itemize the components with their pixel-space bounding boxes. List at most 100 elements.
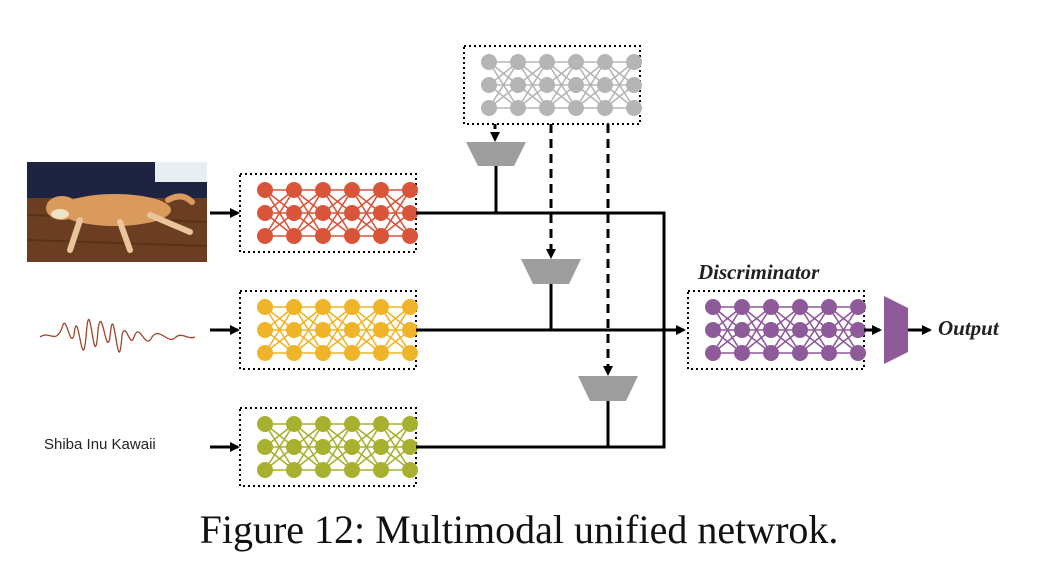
network-node — [850, 322, 866, 338]
network-edge — [351, 306, 382, 354]
dog-photo — [26, 162, 208, 262]
network-edge — [770, 306, 801, 354]
network-node — [373, 205, 389, 221]
network-node — [344, 462, 360, 478]
network-node — [481, 77, 497, 93]
network-edge — [380, 423, 411, 471]
network-node — [568, 54, 584, 70]
network-node — [373, 182, 389, 198]
network-node — [705, 322, 721, 338]
network-node — [344, 416, 360, 432]
network-node — [597, 100, 613, 116]
network-node — [481, 100, 497, 116]
network-node — [257, 322, 273, 338]
text-input-label: Shiba Inu Kawaii — [44, 436, 156, 453]
network-node — [792, 299, 808, 315]
network-edge — [546, 61, 577, 109]
network-node — [257, 345, 273, 361]
network-node — [315, 228, 331, 244]
network-node — [402, 462, 418, 478]
output-label: Output — [938, 316, 999, 340]
figure-caption: Figure 12: Multimodal unified netwrok. — [199, 507, 839, 552]
network-node — [626, 54, 642, 70]
image-encoder-network — [257, 182, 418, 244]
network-node — [373, 299, 389, 315]
network-node — [344, 322, 360, 338]
shared-network — [481, 54, 642, 116]
network-node — [402, 416, 418, 432]
network-node — [315, 345, 331, 361]
network-node — [286, 345, 302, 361]
discriminator-network — [705, 299, 866, 361]
network-edge — [293, 306, 324, 354]
network-node — [539, 54, 555, 70]
network-node — [344, 299, 360, 315]
network-node — [597, 77, 613, 93]
network-edge — [293, 189, 324, 237]
network-edge — [575, 61, 606, 109]
network-edge — [799, 306, 830, 354]
network-edge — [741, 306, 772, 354]
network-node — [792, 345, 808, 361]
text-encoder-network — [257, 416, 418, 478]
network-node — [597, 54, 613, 70]
network-node — [286, 205, 302, 221]
network-node — [315, 462, 331, 478]
network-node — [257, 228, 273, 244]
network-node — [373, 462, 389, 478]
network-edge — [264, 423, 295, 471]
network-node — [402, 322, 418, 338]
network-node — [402, 182, 418, 198]
network-node — [257, 462, 273, 478]
network-node — [792, 322, 808, 338]
network-node — [510, 54, 526, 70]
network-edge — [293, 423, 324, 471]
network-node — [821, 299, 837, 315]
network-node — [257, 299, 273, 315]
adapter-1 — [466, 142, 526, 213]
network-node — [286, 439, 302, 455]
adapter-3 — [578, 376, 638, 447]
network-edge — [322, 423, 353, 471]
network-node — [539, 77, 555, 93]
network-edge — [712, 306, 743, 354]
network-node — [257, 182, 273, 198]
network-node — [286, 322, 302, 338]
network-node — [402, 439, 418, 455]
network-node — [344, 439, 360, 455]
network-node — [315, 322, 331, 338]
network-node — [373, 322, 389, 338]
network-node — [373, 416, 389, 432]
network-node — [705, 345, 721, 361]
network-node — [315, 182, 331, 198]
shared-dashed-links — [490, 124, 613, 376]
network-node — [481, 54, 497, 70]
network-node — [373, 345, 389, 361]
network-edge — [322, 306, 353, 354]
network-edge — [351, 423, 382, 471]
network-node — [568, 100, 584, 116]
network-node — [734, 345, 750, 361]
network-node — [286, 182, 302, 198]
network-node — [510, 100, 526, 116]
network-node — [402, 205, 418, 221]
network-edge — [264, 189, 295, 237]
network-edge — [828, 306, 859, 354]
output-head — [884, 296, 908, 364]
network-edge — [604, 61, 635, 109]
network-node — [344, 182, 360, 198]
network-node — [257, 439, 273, 455]
audio-waveform — [39, 319, 196, 353]
discriminator-label: Discriminator — [698, 260, 820, 284]
network-node — [315, 299, 331, 315]
network-node — [402, 228, 418, 244]
network-node — [763, 345, 779, 361]
network-edge — [264, 306, 295, 354]
network-node — [510, 77, 526, 93]
network-node — [705, 299, 721, 315]
network-node — [568, 77, 584, 93]
network-node — [821, 345, 837, 361]
network-edge — [517, 61, 548, 109]
network-node — [850, 345, 866, 361]
network-node — [257, 205, 273, 221]
